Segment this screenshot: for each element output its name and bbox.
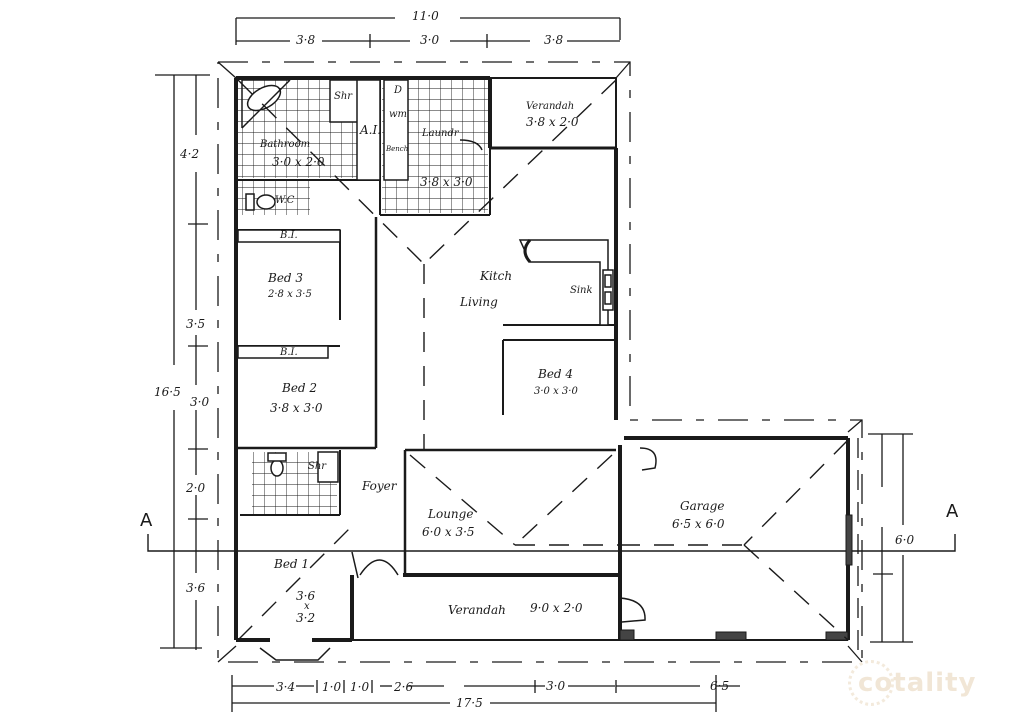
exterior-walls <box>234 76 850 642</box>
bay-window <box>259 647 331 661</box>
watermark-text: cotality <box>858 668 977 698</box>
dim-bottom-seg-5: 3·0 <box>546 679 566 693</box>
room-size-garage: 6·5 x 6·0 <box>672 517 725 531</box>
dim-bottom-seg-4: 2·6 <box>394 680 414 694</box>
room-label-bathroom: Bathroom <box>260 139 311 150</box>
garage-door-piers <box>619 514 853 641</box>
bottom-dimension-lines <box>231 675 740 712</box>
room-label-shower-main: Shr <box>334 91 353 102</box>
roof-hip-lines <box>237 79 849 641</box>
left-dimension-lines <box>155 74 210 650</box>
section-marker-left: A <box>140 510 153 531</box>
room-label-lounge: Lounge <box>428 507 474 521</box>
room-label-living: Living <box>460 295 498 309</box>
room-label-bed2: Bed 2 <box>282 381 318 395</box>
watermark-logo-icon <box>848 660 894 706</box>
built-in-label-2: B.I. <box>280 347 298 358</box>
room-label-garage: Garage <box>680 499 725 513</box>
dim-top-seg-1: 3·8 <box>296 33 316 47</box>
dim-bottom-seg-1: 3·4 <box>276 680 296 694</box>
room-size-bed1-x: x <box>304 601 310 612</box>
room-label-verandah-rear: Verandah <box>526 101 575 112</box>
fixture-label-d: D <box>394 85 403 96</box>
room-label-foyer: Foyer <box>362 479 397 493</box>
dim-bottom-seg-3: 1·0 <box>350 680 370 694</box>
section-line-a-a <box>147 534 956 552</box>
dim-right-seg: 6·0 <box>895 533 915 547</box>
door-swings <box>351 139 657 623</box>
dim-left-seg-4: 2·0 <box>186 481 206 495</box>
top-dimension-lines <box>235 17 621 48</box>
dim-bottom-seg-2: 1·0 <box>322 680 342 694</box>
room-label-bed3: Bed 3 <box>268 271 304 285</box>
room-label-bed4: Bed 4 <box>538 367 574 381</box>
dim-left-seg-2: 3·5 <box>186 317 206 331</box>
room-label-linen: A.I. <box>360 123 382 137</box>
fixture-label-sink: Sink <box>570 285 593 296</box>
fixtures <box>237 79 614 483</box>
room-label-verandah-front: Verandah <box>448 603 506 617</box>
room-label-kitchen: Kitch <box>480 269 513 283</box>
room-size-bed1-b: 3·2 <box>296 611 316 625</box>
dim-left-seg-1: 4·2 <box>180 147 200 161</box>
room-label-laundry: Laundr <box>422 128 459 139</box>
dim-bottom-total: 17·5 <box>456 696 483 710</box>
fixture-label-bench: Bench <box>386 145 409 153</box>
dim-top-total: 11·0 <box>412 9 439 23</box>
room-size-laundry: 3·8 x 3·0 <box>420 175 473 189</box>
right-dimension-lines <box>868 433 913 643</box>
dim-left-seg-3: 3·0 <box>190 395 210 409</box>
fixture-label-wm: wm <box>389 109 408 120</box>
room-label-shower-ensuite: Shr <box>308 461 327 472</box>
room-size-bed4: 3·0 x 3·0 <box>534 386 578 397</box>
dim-left-seg-5: 3·6 <box>186 581 206 595</box>
room-size-lounge: 6·0 x 3·5 <box>422 525 475 539</box>
room-size-verandah-rear: 3·8 x 2·0 <box>526 115 579 129</box>
room-size-bed1-a: 3·6 <box>296 589 316 603</box>
dim-bottom-seg-6: 6·5 <box>710 679 730 693</box>
room-label-wc: W.C <box>275 195 295 206</box>
room-size-bed2: 3·8 x 3·0 <box>270 401 323 415</box>
section-marker-right: A <box>946 501 959 522</box>
dim-left-total: 16·5 <box>154 385 181 399</box>
room-label-bed1: Bed 1 <box>274 557 310 571</box>
dim-top-seg-3: 3·8 <box>544 33 564 47</box>
room-size-bathroom: 3·0 x 2·0 <box>272 155 325 169</box>
dim-top-seg-2: 3·0 <box>420 33 440 47</box>
built-in-label-1: B.I. <box>280 230 298 241</box>
room-size-verandah-front: 9·0 x 2·0 <box>530 601 583 615</box>
room-size-bed3: 2·8 x 3·5 <box>268 289 312 300</box>
